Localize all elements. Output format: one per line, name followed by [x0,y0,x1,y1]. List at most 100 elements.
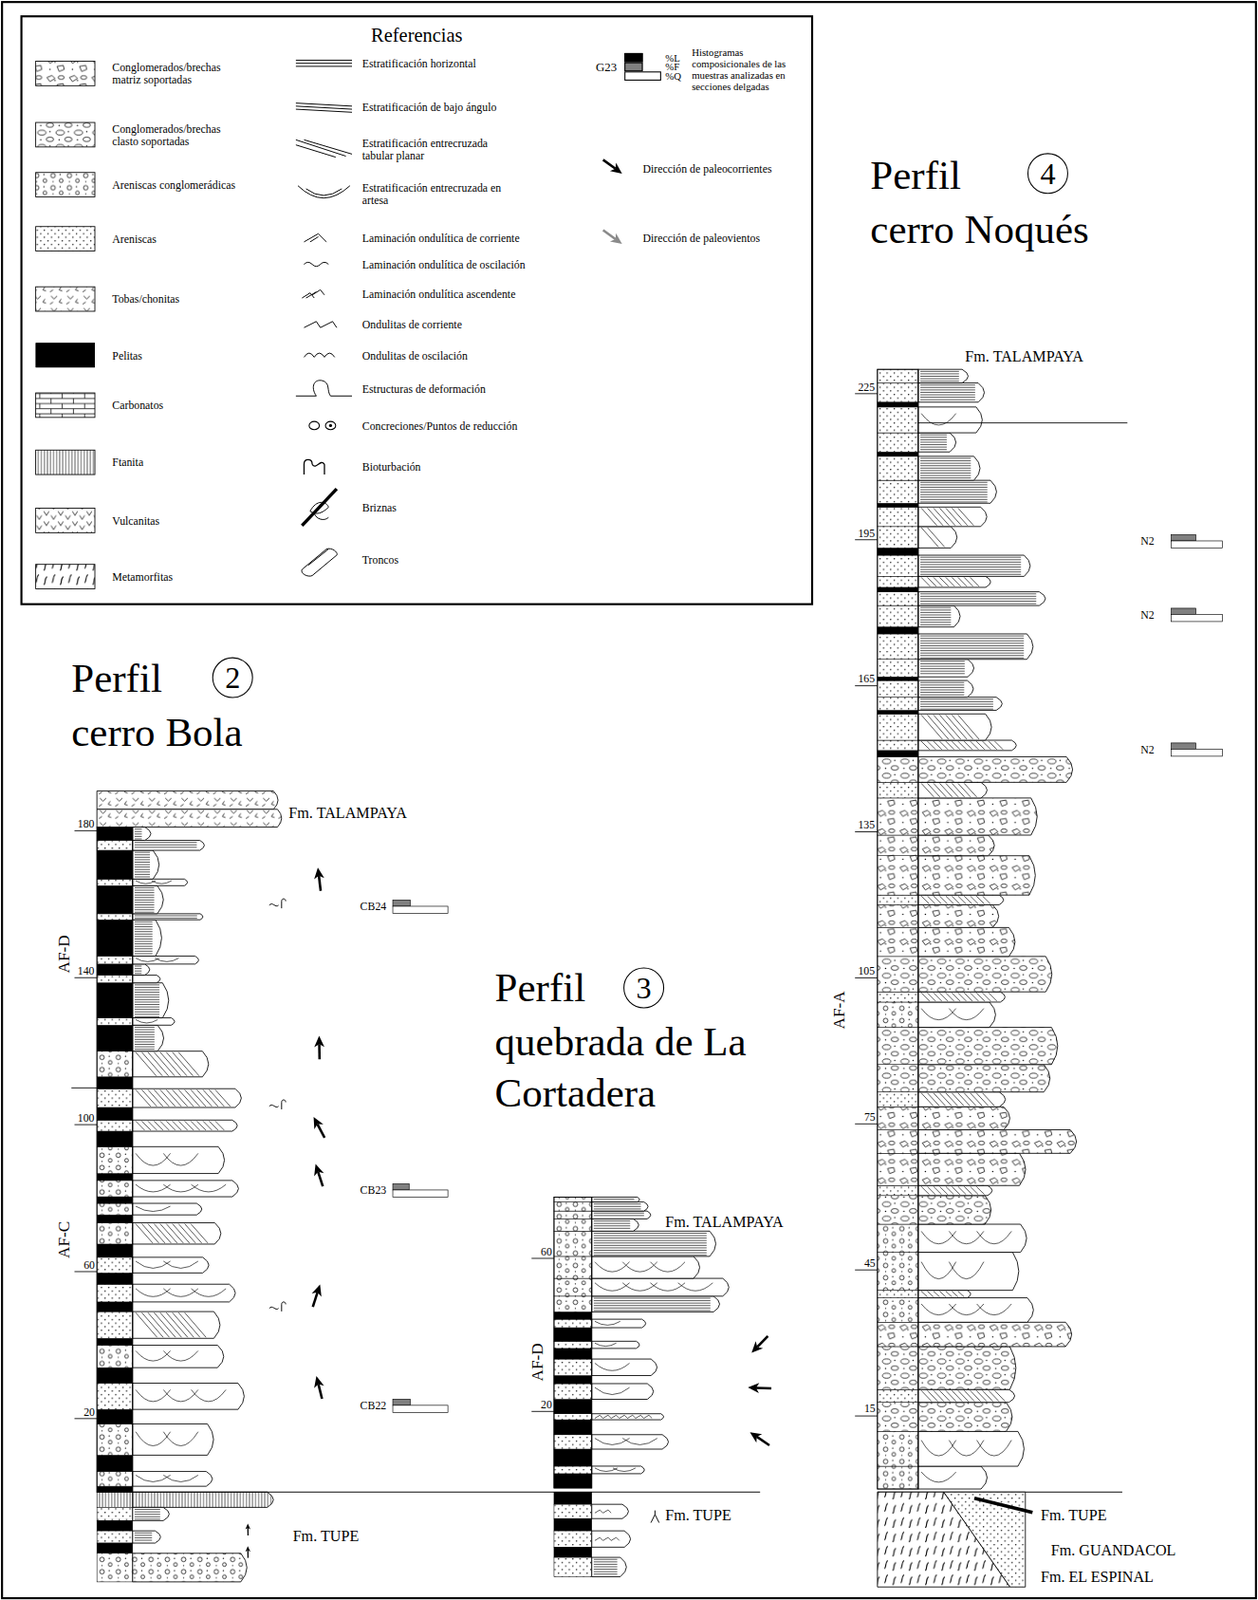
legend-text: Briznas [362,500,588,514]
bed-lobe [132,850,160,879]
composition-histogram [392,906,448,914]
sedimentary-structure [920,635,1024,658]
sedimentary-structure [594,1509,611,1513]
lithology-bed [96,1146,133,1173]
lithology-bed [96,1485,133,1492]
legend-text: Estratificación de bajo ángulo [362,100,588,113]
lithology-bed [877,756,919,782]
sedimentary-structure [135,1018,158,1022]
lithology-bed [96,1367,133,1383]
bed-lobe [132,1506,170,1520]
bed-lobe [918,904,999,927]
lithology-bed [554,1311,592,1319]
paleocurrent-arrow [309,1113,324,1129]
legend-swatch [624,62,643,73]
paleocurrent-arrow [746,1427,762,1443]
lithology-bed [96,1257,133,1274]
sedimentary-structure [135,1388,226,1401]
lithology-bed [96,1530,133,1543]
sample-code: CB22 [360,1398,388,1411]
bed-lobe [918,713,992,740]
profile-number: 4 [1039,158,1055,189]
facies-association: AF-D [527,1342,546,1381]
bed-lobe [918,894,1004,905]
bed-lobe [132,1383,245,1410]
bed-lobe [592,1196,640,1202]
sedimentary-structure [135,1312,206,1337]
paleocurrent-arrow [603,159,616,168]
sedimentary-structure [921,413,957,426]
sedimentary-structure [921,740,1003,750]
lithology-bed [877,713,919,740]
lithology-bed [96,1553,133,1582]
stratigraphic-column [71,790,282,1581]
sedimentary-structure [921,1471,957,1482]
sedimentary-structure [594,1536,620,1540]
lithology-bed [96,1471,133,1487]
lithology-bed [96,1107,133,1120]
tuff-bed [96,790,278,809]
lithology-bed [554,1230,592,1257]
paleocurrent-arrow [757,1335,768,1348]
bed-lobe [132,827,151,841]
bed-lobe [918,1064,1051,1092]
lithology-bed [554,1295,592,1313]
lithology-bed [877,1129,919,1154]
sedimentary-structure [920,682,964,695]
legend-sample [301,289,325,298]
lithology-bed [96,1243,133,1258]
legend-swatch [36,342,95,368]
lithology-bed [877,991,919,1002]
lithology-bed [877,1001,919,1028]
scale-tick [531,1257,555,1258]
scale-number: 140 [77,963,95,977]
legend-swatch [624,71,662,81]
bed-lobe [592,1434,669,1449]
paleocurrent-arrow [309,1113,330,1140]
lithology-bed [96,1301,133,1312]
scale-number: 75 [864,1110,876,1123]
sedimentary-structure [920,699,994,709]
bed-lobe [592,1530,631,1547]
sedimentary-structure [134,1026,155,1049]
lithology-bed [96,840,133,851]
bed-lobe [592,1358,658,1375]
lithology-bed [877,526,919,549]
profile-number-circle: 2 [212,657,254,699]
lithology-bed [554,1277,592,1296]
sedimentary-structure [134,965,142,974]
bioturbation-symbol [269,898,286,908]
paleocurrent-arrow [318,1383,323,1399]
lithology-bed [96,1337,133,1345]
lithology-bed [877,605,919,628]
lithology-bed [877,1106,919,1129]
paleocurrent-arrow [245,1523,252,1536]
legend-sample [36,61,95,87]
lithology-bed [877,432,919,452]
lithology-bed [877,834,919,856]
lithology-bed [877,1195,919,1224]
column-outline [96,827,133,1493]
sedimentary-structure [920,481,988,502]
sedimentary-structure [594,1467,636,1472]
legend-text: Estratificación entrecruzada tabular pla… [362,136,521,162]
composition-histogram [1171,535,1223,549]
legend-text: Estratificación entrecruzada en artesa [362,181,521,206]
legend-text: Vulcanitas [111,514,280,527]
sedimentary-structure [135,1205,171,1211]
lithology-bed [554,1503,592,1518]
sedimentary-structure [920,607,951,625]
lithology-bed [877,926,919,956]
bed-lobe [918,740,1017,751]
formation-name: Fm. TALAMPAYA [964,347,1084,365]
composition-histogram [392,900,448,914]
lithology-bed [877,1091,919,1108]
bed-lobe [592,1383,654,1400]
sedimentary-structure [135,1474,199,1481]
lithology-bed [96,982,133,1018]
bed-lobe [592,1202,648,1212]
sedimentary-structure [135,1431,199,1446]
sedimentary-structure [921,895,991,904]
lithology-bed [96,955,133,963]
lithology-bed [554,1556,592,1576]
